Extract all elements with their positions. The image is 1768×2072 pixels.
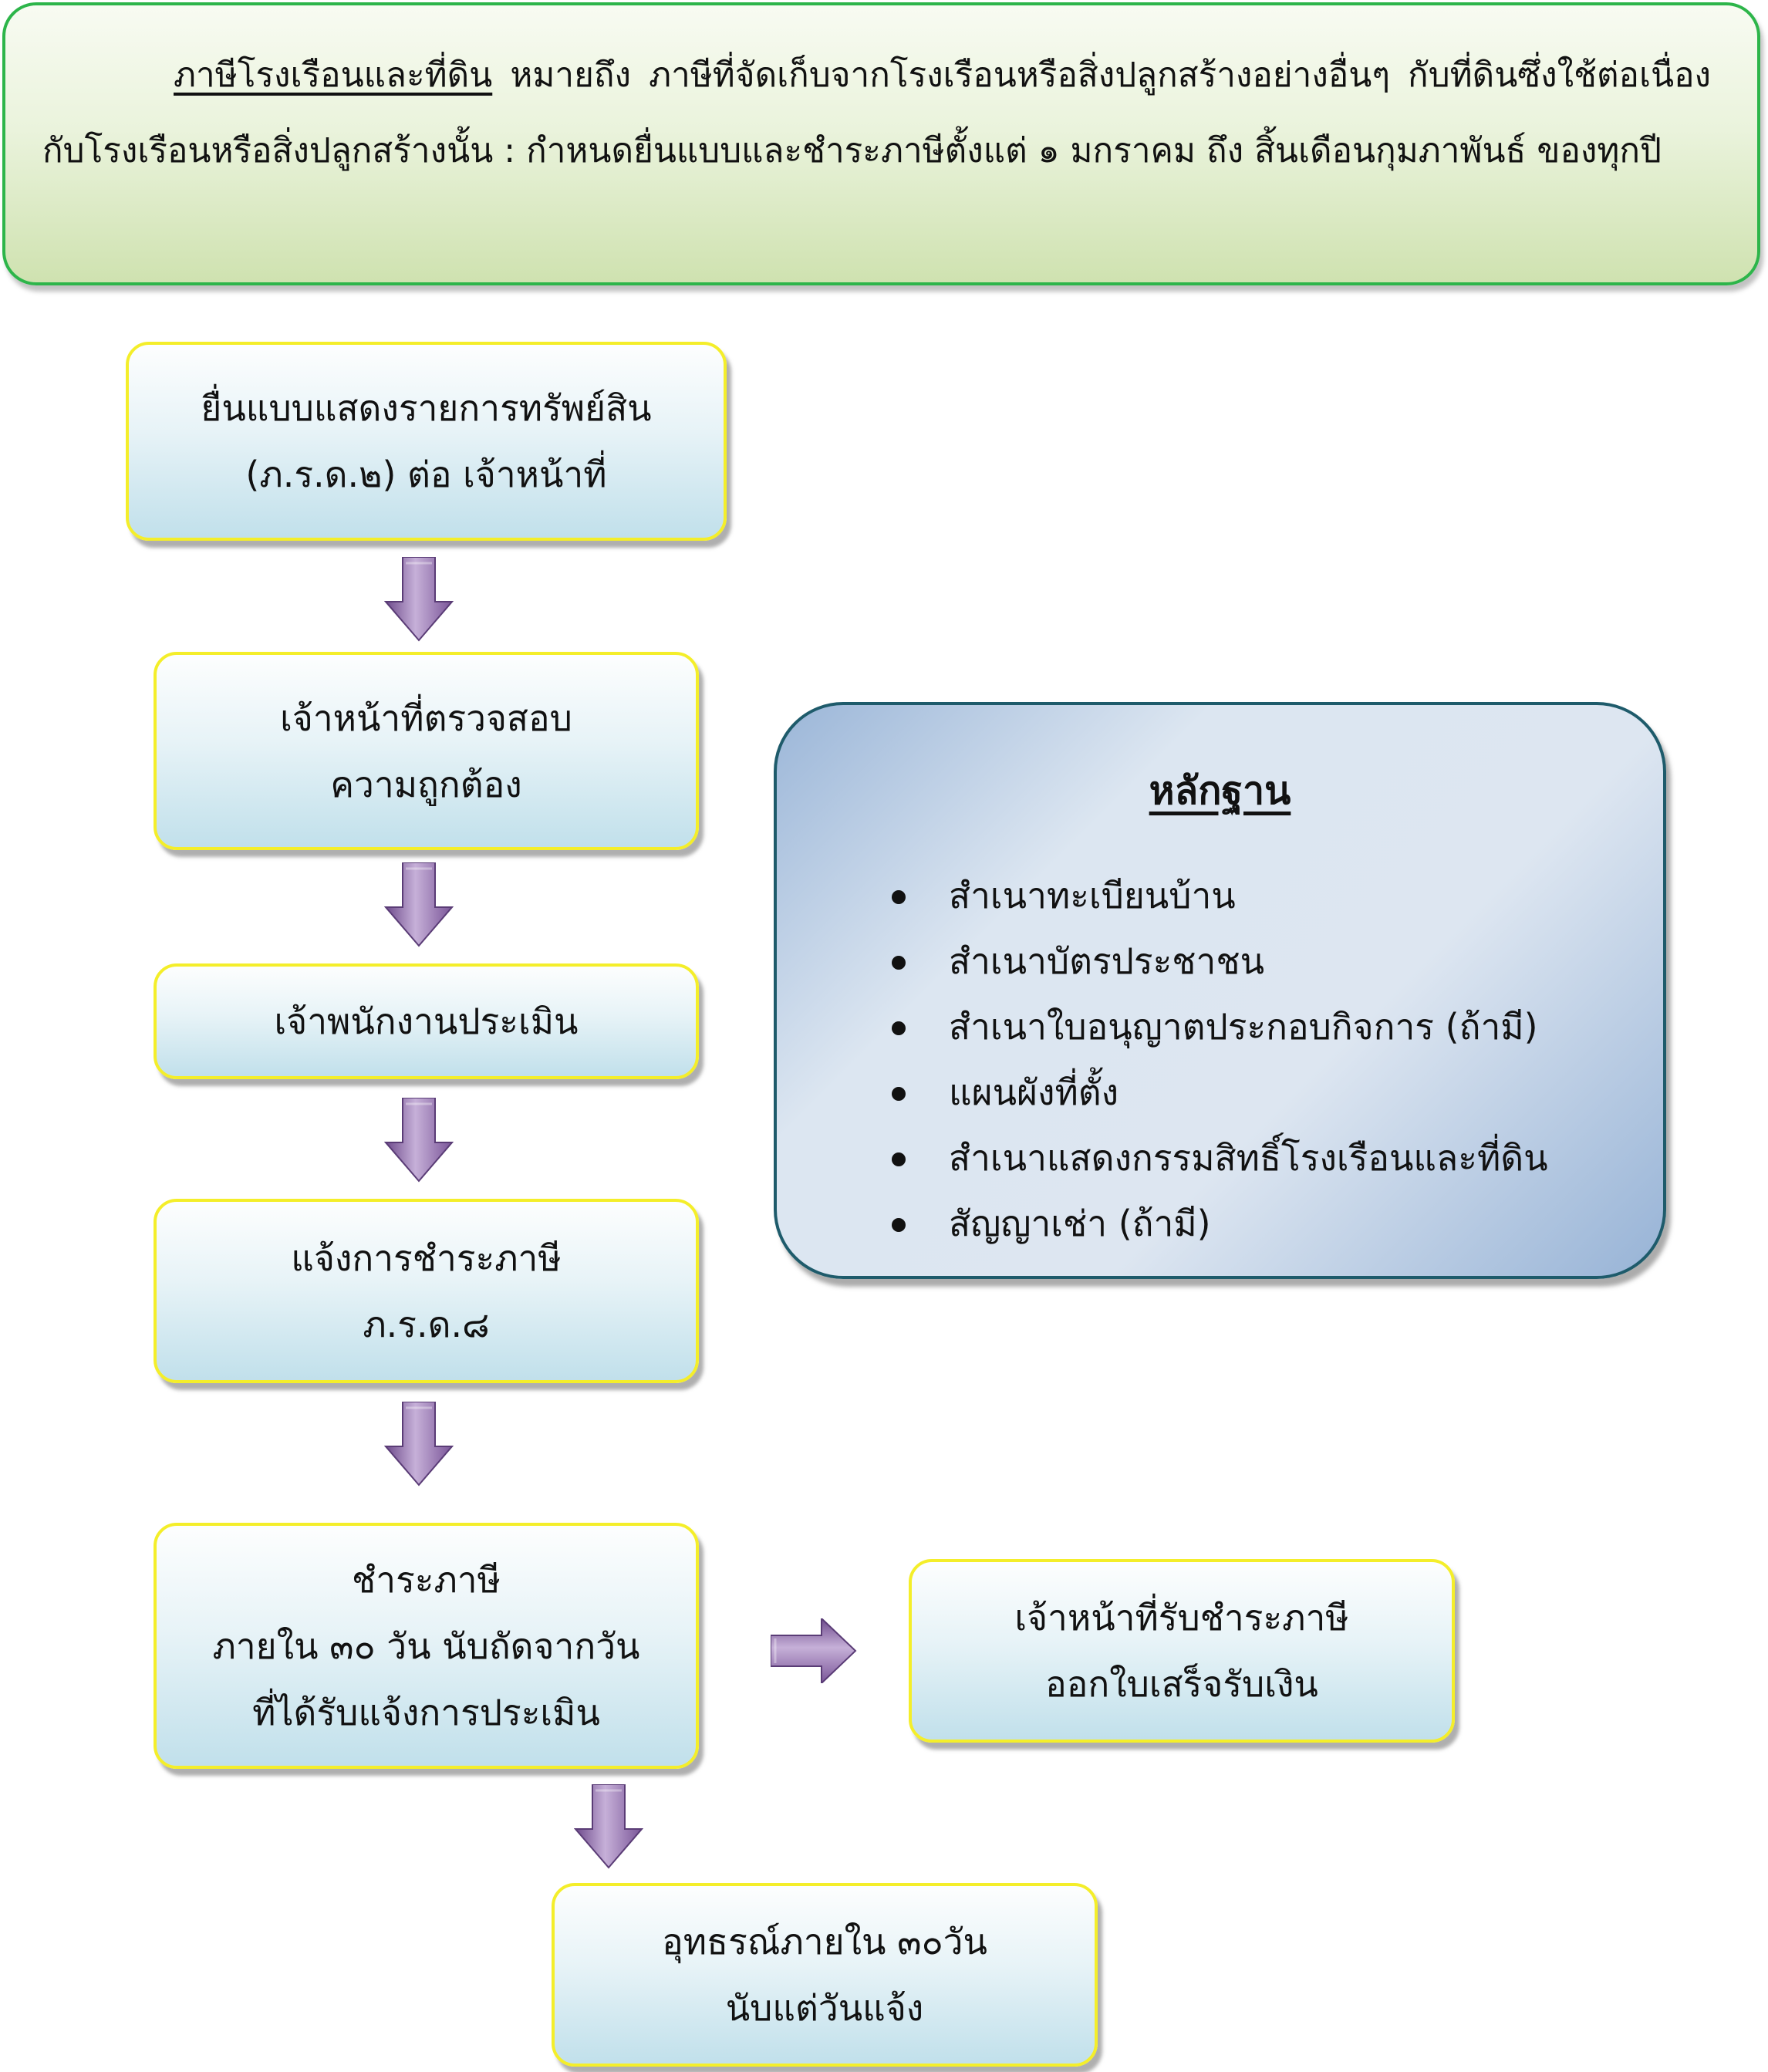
step-receipt-issued: เจ้าหน้าที่รับชำระภาษี ออกใบเสร็จรับเงิน: [909, 1559, 1455, 1743]
step-line: ที่ได้รับแจ้งการประเมิน: [252, 1691, 600, 1733]
step-line: ยื่นแบบแสดงรายการทรัพย์สิน: [201, 387, 652, 429]
evidence-item: สำเนาแสดงกรรมสิทธิ์โรงเรือนและที่ดิน: [850, 1125, 1548, 1191]
step-file-asset-form: ยื่นแบบแสดงรายการทรัพย์สิน (ภ.ร.ด.๒) ต่อ…: [126, 342, 727, 541]
definition-text: หมายถึง ภาษีที่จัดเก็บจากโรงเรือนหรือสิ่…: [42, 56, 1711, 170]
definition-term: ภาษีโรงเรือนและที่ดิน: [174, 56, 493, 95]
evidence-item-label: แผนผังที่ตั้ง: [949, 1071, 1119, 1113]
evidence-list: สำเนาทะเบียนบ้าน สำเนาบัตรประชาชน สำเนาใ…: [850, 863, 1548, 1257]
evidence-item: สำเนาบัตรประชาชน: [850, 929, 1548, 994]
bullet-icon: [892, 956, 906, 970]
definition-banner: ภาษีโรงเรือนและที่ดิน หมายถึง ภาษีที่จัด…: [2, 2, 1760, 285]
step-line: นับแต่วันแจ้ง: [725, 1987, 924, 2029]
step-line: ความถูกต้อง: [330, 763, 522, 805]
step-assessment-officer: เจ้าพนักงานประเมิน: [154, 963, 699, 1079]
step-line: ภ.ร.ด.๘: [363, 1303, 490, 1345]
bullet-icon: [892, 890, 906, 904]
arrow-down-icon: [384, 1402, 454, 1487]
step-line: ชำระภาษี: [352, 1558, 501, 1601]
step-line: (ภ.ร.ด.๒) ต่อ เจ้าหน้าที่: [245, 454, 607, 495]
evidence-item-label: สำเนาทะเบียนบ้าน: [949, 875, 1236, 916]
arrow-down-icon: [384, 1098, 454, 1183]
step-tax-notice: แจ้งการชำระภาษี ภ.ร.ด.๘: [154, 1199, 699, 1383]
arrow-down-icon: [384, 557, 454, 642]
evidence-item-label: สัญญาเช่า (ถ้ามี): [949, 1203, 1211, 1244]
evidence-item: แผนผังที่ตั้ง: [850, 1060, 1548, 1125]
bullet-icon: [892, 1087, 906, 1101]
step-line: เจ้าหน้าที่รับชำระภาษี: [1014, 1597, 1349, 1638]
definition-paragraph: ภาษีโรงเรือนและที่ดิน หมายถึง ภาษีที่จัด…: [42, 38, 1711, 189]
step-pay-tax: ชำระภาษี ภายใน ๓๐ วัน นับถัดจากวัน ที่ได…: [154, 1523, 699, 1769]
evidence-item: สัญญาเช่า (ถ้ามี): [850, 1191, 1548, 1257]
evidence-panel: หลักฐาน สำเนาทะเบียนบ้าน สำเนาบัตรประชาช…: [774, 702, 1666, 1279]
evidence-title: หลักฐาน: [1149, 768, 1291, 813]
step-appeal: อุทธรณ์ภายใน ๓๐วัน นับแต่วันแจ้ง: [552, 1883, 1098, 2067]
arrow-down-icon: [574, 1784, 643, 1869]
evidence-item-label: สำเนาใบอนุญาตประกอบกิจการ (ถ้ามี): [949, 1006, 1538, 1048]
evidence-item: สำเนาใบอนุญาตประกอบกิจการ (ถ้ามี): [850, 994, 1548, 1060]
arrow-right-icon: [771, 1618, 857, 1683]
arrow-down-icon: [384, 862, 454, 947]
step-line: แจ้งการชำระภาษี: [291, 1237, 562, 1279]
bullet-icon: [892, 1218, 906, 1232]
bullet-icon: [892, 1152, 906, 1166]
step-line: ภายใน ๓๐ วัน นับถัดจากวัน: [212, 1625, 640, 1667]
evidence-item: สำเนาทะเบียนบ้าน: [850, 863, 1548, 929]
step-line: เจ้าพนักงานประเมิน: [274, 1001, 579, 1042]
step-line: ออกใบเสร็จรับเงิน: [1045, 1663, 1318, 1705]
step-officer-verify: เจ้าหน้าที่ตรวจสอบ ความถูกต้อง: [154, 652, 699, 850]
step-line: อุทธรณ์ภายใน ๓๐วัน: [662, 1921, 987, 1962]
step-line: เจ้าหน้าที่ตรวจสอบ: [280, 697, 572, 739]
evidence-item-label: สำเนาบัตรประชาชน: [949, 940, 1265, 982]
bullet-icon: [892, 1021, 906, 1035]
evidence-item-label: สำเนาแสดงกรรมสิทธิ์โรงเรือนและที่ดิน: [949, 1137, 1548, 1179]
